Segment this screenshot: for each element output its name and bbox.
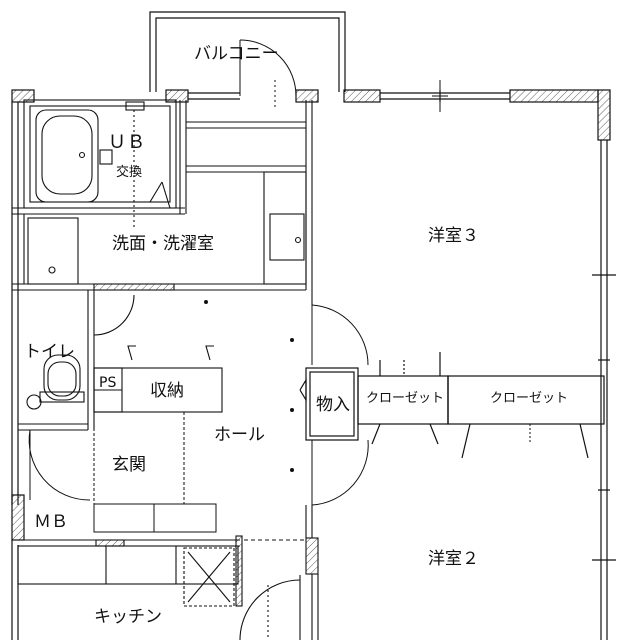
ps-label: PS [99, 375, 117, 391]
centerline-marks [432, 80, 531, 444]
western-room-2-label: 洋室２ [428, 549, 479, 569]
entrance-area [28, 411, 217, 533]
toilet-label: トイレ [24, 342, 75, 362]
kitchen-label: キッチン [94, 607, 162, 627]
closet-2-label: クローゼット [490, 391, 569, 406]
replace-note-label: 交換 [116, 165, 143, 180]
unit-bath [23, 99, 177, 230]
storage-label: 収納 [150, 381, 184, 401]
interior-walls-upper [12, 100, 313, 305]
closet-1-label: クローゼット [366, 391, 445, 406]
exterior-wall-left [11, 102, 25, 640]
exterior-wall-right [592, 89, 616, 640]
hall-label: ホール [214, 425, 265, 445]
balcony-walls [149, 11, 346, 92]
kitchen-walls [17, 505, 319, 640]
western-room-3-label: 洋室３ [428, 226, 479, 246]
balcony-label: バルコニー [194, 44, 279, 64]
unit-bath-label: ＵＢ [108, 132, 146, 153]
mb-label: ＭＢ [34, 512, 68, 532]
hall-doors [204, 300, 369, 506]
entrance-label: 玄関 [112, 455, 146, 475]
storeroom-label: 物入 [316, 395, 350, 415]
exterior-wall-top [11, 89, 599, 103]
washroom-label: 洗面・洗濯室 [112, 234, 214, 254]
balcony-door [239, 39, 297, 110]
closets [299, 352, 605, 459]
